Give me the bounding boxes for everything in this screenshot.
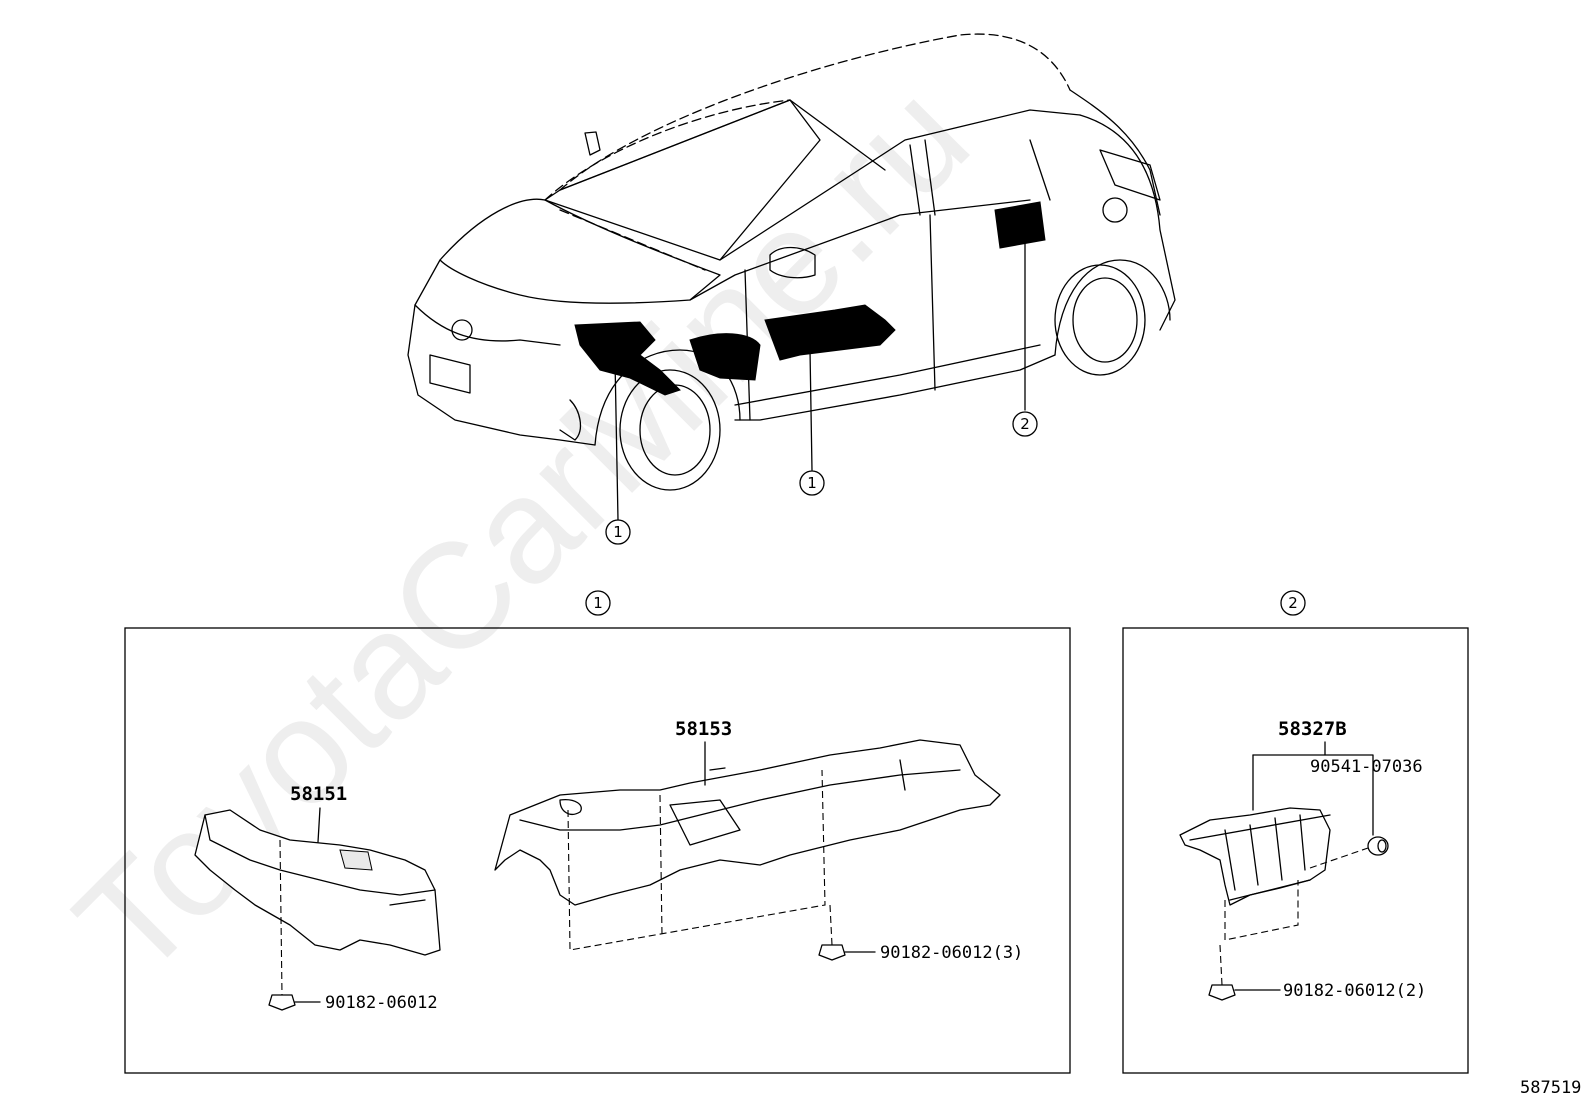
car-overview (407, 33, 1176, 545)
label-90182-06012-3: 90182-06012(3) (880, 943, 1023, 963)
section-1-marker: 1 (593, 594, 603, 612)
section-2-frame (1122, 627, 1469, 1074)
drawing-number: 587519 (1520, 1078, 1581, 1098)
section-1-header (585, 590, 611, 616)
overview-callout-rear: 2 (1020, 415, 1030, 433)
plug-90541-07036-icon (1367, 836, 1389, 856)
clip-90182-06012-rear-icon (1208, 984, 1236, 1001)
overview-callout-floor: 1 (807, 474, 817, 492)
watermark-text: ToyotaCarMine.ru (44, 52, 1000, 1008)
section-1-frame (124, 627, 1071, 1074)
overview-callout-front: 1 (613, 523, 623, 541)
label-58327b: 58327B (1278, 718, 1347, 740)
label-90182-06012-2: 90182-06012(2) (1283, 981, 1426, 1001)
label-58153: 58153 (675, 718, 732, 740)
label-90182-06012: 90182-06012 (325, 993, 438, 1013)
label-58151: 58151 (290, 783, 347, 805)
section-2-marker: 2 (1288, 594, 1298, 612)
part-58153-shape (494, 739, 1001, 906)
section-2-header (1280, 590, 1306, 616)
label-90541-07036: 90541-07036 (1310, 757, 1423, 777)
part-58151-shape (194, 809, 441, 956)
clip-90182-06012-icon (268, 994, 296, 1011)
clip-90182-06012-floor-icon (818, 944, 846, 961)
part-58327b-shape (1179, 807, 1331, 906)
